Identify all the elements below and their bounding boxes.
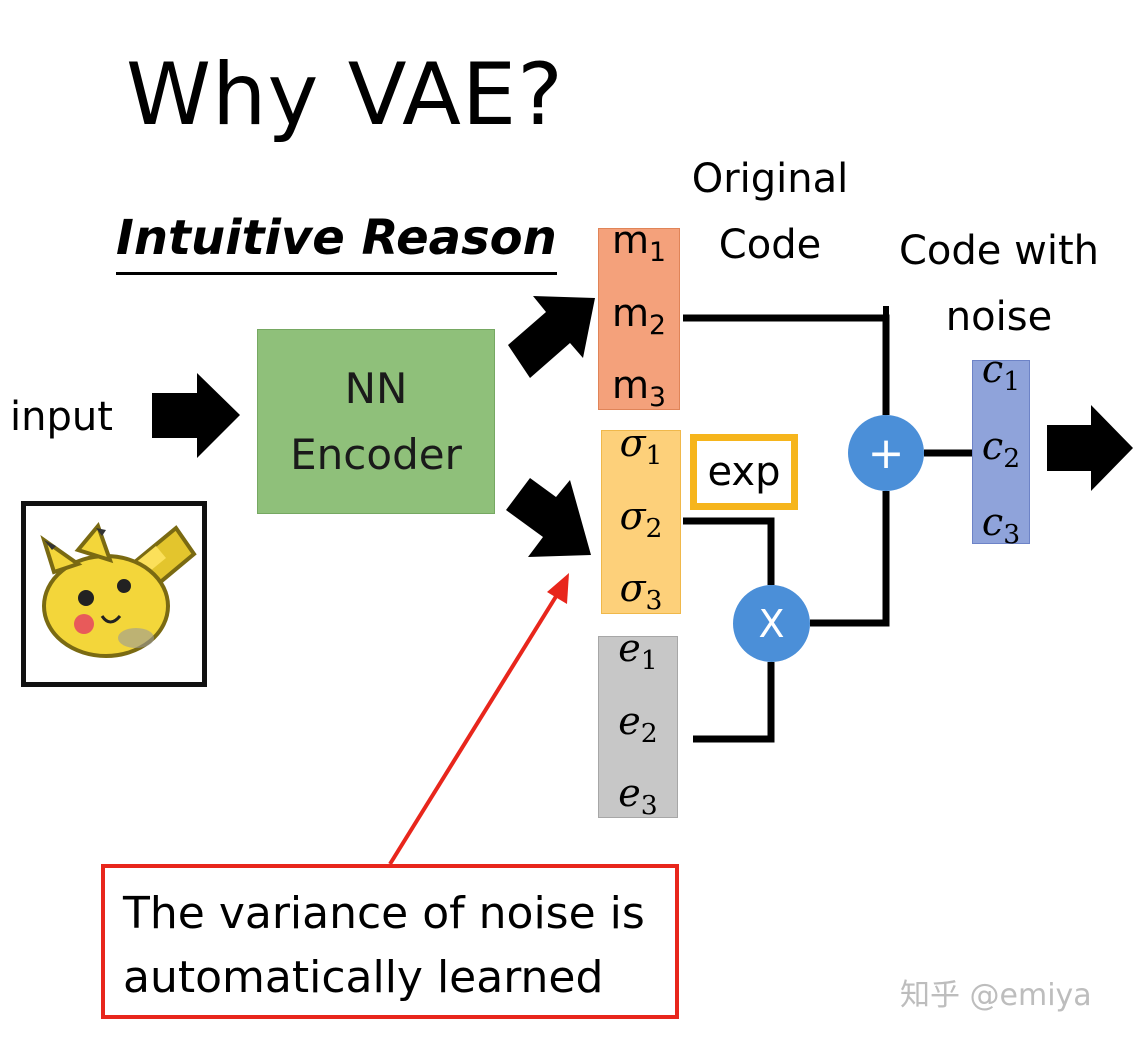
noise-item: e1 (618, 625, 658, 676)
code-item: c2 (981, 423, 1021, 474)
input-label: input (10, 394, 113, 440)
input-arrow (152, 373, 240, 458)
sigma-item: σ3 (619, 566, 663, 617)
original-code-label: Original Code (680, 146, 860, 278)
mean-item: m3 (612, 363, 666, 414)
mean-vector: m1 m2 m3 (598, 218, 680, 413)
code-with-noise-line-2: noise (945, 294, 1053, 340)
times-to-plus-line (810, 491, 890, 627)
sigma-vector: σ1 σ2 σ3 (601, 421, 681, 616)
encoder-to-sigma-arrow (506, 478, 591, 557)
noise-to-times-line (693, 662, 775, 743)
exp-box: exp (690, 434, 798, 510)
times-operator: X (733, 585, 810, 662)
original-code-line-2: Code (718, 222, 822, 268)
variance-note: The variance of noise is automatically l… (101, 864, 679, 1019)
code-vector: c1 c2 c3 (972, 347, 1030, 550)
note-arrow-head (547, 573, 569, 604)
sigma-item: σ2 (619, 493, 663, 544)
encoder-line-1: NN (344, 363, 408, 413)
code-with-noise-label: Code with noise (884, 218, 1114, 350)
nn-encoder-block: NN Encoder (257, 329, 495, 514)
output-arrow (1047, 405, 1133, 491)
code-item: c1 (981, 346, 1021, 397)
pikachu-icon (40, 522, 197, 658)
noise-item: e2 (618, 698, 658, 749)
original-code-line-1: Original (691, 156, 849, 202)
noise-item: e3 (618, 771, 658, 822)
noise-vector: e1 e2 e3 (598, 626, 678, 821)
mean-to-plus-line (683, 314, 890, 415)
code-item: c3 (981, 500, 1021, 551)
mean-item: m2 (612, 290, 666, 341)
plus-operator: + (848, 415, 924, 491)
page-title: Why VAE? (126, 45, 564, 145)
mean-item: m1 (612, 217, 666, 268)
sigma-to-times-line (683, 517, 775, 585)
sigma-item: σ1 (619, 420, 663, 471)
encoder-to-mean-arrow (508, 296, 595, 378)
note-arrow-line (388, 588, 562, 866)
encoder-line-2: Encoder (290, 429, 462, 479)
watermark: 知乎 @emiya (900, 978, 1092, 1013)
code-with-noise-line-1: Code with (899, 228, 1099, 274)
note-line-1: The variance of noise is (123, 888, 645, 939)
subtitle: Intuitive Reason (116, 214, 557, 275)
note-line-2: automatically learned (123, 952, 604, 1003)
input-image (21, 501, 207, 687)
